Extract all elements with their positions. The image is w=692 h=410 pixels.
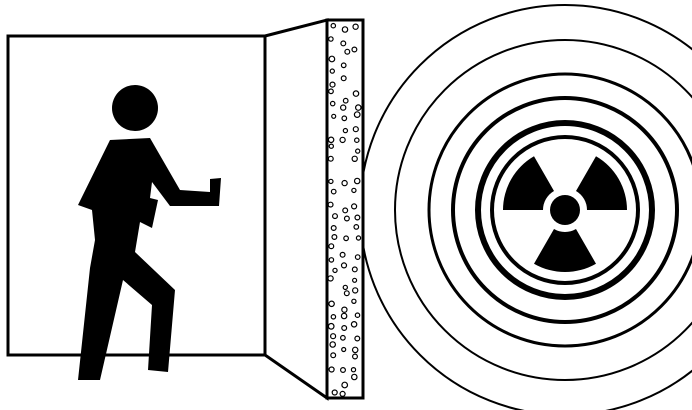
person-head: [112, 85, 158, 131]
open-door: [265, 20, 327, 398]
shielding-wall: [327, 20, 363, 398]
trefoil-center: [550, 195, 580, 225]
